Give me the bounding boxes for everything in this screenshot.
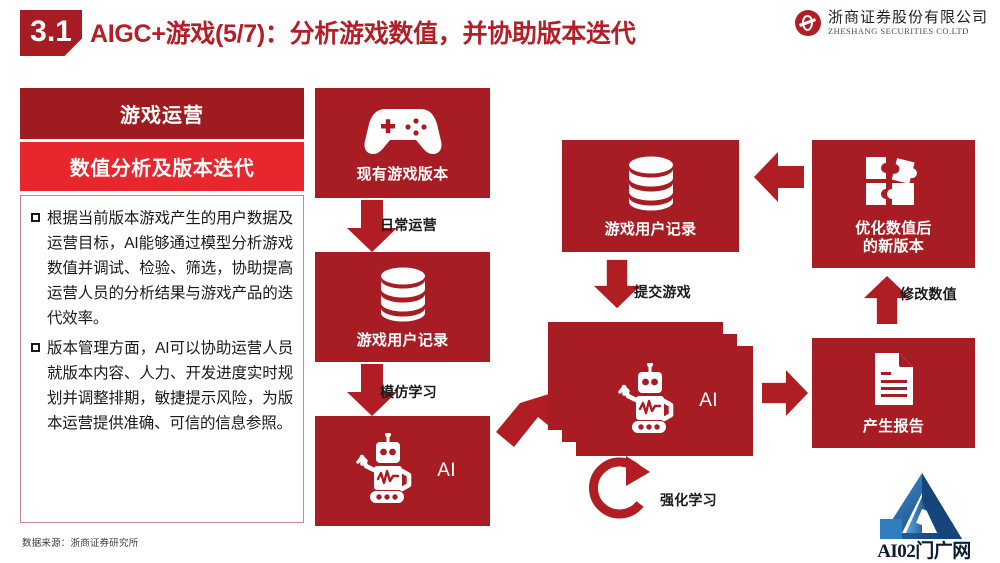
node-new-version: 优化数值后 的新版本 bbox=[812, 140, 975, 268]
node-label: 优化数值后 bbox=[855, 220, 932, 238]
arrow-up-modify-values bbox=[862, 276, 912, 329]
left-info-panel: 游戏运营 数值分析及版本迭代 根据当前版本游戏产生的用户数据及运营目标，AI能够… bbox=[20, 88, 304, 523]
panel-header-primary: 游戏运营 bbox=[20, 88, 304, 139]
zheshang-logo-icon bbox=[794, 10, 821, 36]
node-label: AI bbox=[699, 390, 718, 412]
source-note: 数据来源：浙商证券研究所 bbox=[22, 538, 139, 549]
list-item: 根据当前版本游戏产生的用户数据及运营目标，AI能够通过模型分析游戏数值并调试、检… bbox=[29, 206, 293, 332]
square-bullet-icon bbox=[31, 342, 40, 352]
list-item: 版本管理方面，AI可以协助运营人员就版本内容、人力、开发进度实时规划并调整排期，… bbox=[29, 336, 293, 436]
arrow-down-imitation-learning bbox=[345, 364, 399, 421]
edge-label-reinforcement-learning: 强化学习 bbox=[660, 492, 717, 508]
node-report: 产生报告 bbox=[812, 338, 975, 448]
edge-label-daily-operation: 日常运营 bbox=[380, 217, 437, 233]
database-icon bbox=[622, 154, 680, 217]
arrow-diagonal-to-ai-stack bbox=[494, 392, 554, 459]
section-number-badge: 3.1 bbox=[20, 10, 82, 56]
edge-label-submit-game: 提交游戏 bbox=[634, 284, 691, 300]
node-label: 现有游戏版本 bbox=[356, 165, 449, 183]
robot-icon bbox=[349, 431, 423, 510]
arrow-right-to-report bbox=[760, 370, 810, 421]
watermark-logo: AI02门广网 bbox=[862, 467, 986, 563]
arrow-down-daily-operation bbox=[345, 200, 399, 257]
database-icon bbox=[374, 265, 432, 328]
edge-label-modify-values: 修改数值 bbox=[900, 286, 957, 302]
arrow-down-submit-game bbox=[592, 258, 642, 315]
node-label: 产生报告 bbox=[862, 418, 925, 436]
document-icon bbox=[870, 350, 918, 413]
puzzle-icon bbox=[862, 153, 926, 214]
brand-name-en: ZHESHANG SECURITIES CO.LTD bbox=[827, 25, 969, 36]
arrow-left-to-user-records bbox=[752, 152, 806, 207]
node-label: AI bbox=[437, 460, 456, 482]
node-label: 的新版本 bbox=[862, 237, 925, 255]
node-user-records-top: 游戏用户记录 bbox=[562, 140, 739, 252]
node-ai-left: AI bbox=[315, 416, 490, 526]
panel-header-secondary: 数值分析及版本迭代 bbox=[20, 142, 304, 191]
brand-text-block: 浙商证券股份有限公司 ZHESHANG SECURITIES CO.LTD bbox=[827, 9, 988, 36]
bullet-list-box: 根据当前版本游戏产生的用户数据及运营目标，AI能够通过模型分析游戏数值并调试、检… bbox=[20, 195, 304, 523]
arrow-circular-reinforcement-learning bbox=[578, 452, 660, 531]
bullet-text: 版本管理方面，AI可以协助运营人员就版本内容、人力、开发进度实时规划并调整排期，… bbox=[47, 339, 293, 432]
company-logo: 浙商证券股份有限公司 ZHESHANG SECURITIES CO.LTD bbox=[794, 9, 988, 36]
bullet-text: 根据当前版本游戏产生的用户数据及运营目标，AI能够通过模型分析游戏数值并调试、检… bbox=[47, 210, 293, 328]
robot-icon bbox=[611, 361, 685, 440]
square-bullet-icon bbox=[31, 213, 40, 222]
brand-name-cn: 浙商证券股份有限公司 bbox=[827, 9, 988, 27]
gamepad-icon bbox=[363, 103, 442, 160]
node-label: 游戏用户记录 bbox=[604, 220, 697, 238]
node-label: 游戏用户记录 bbox=[356, 331, 449, 349]
edge-label-imitation-learning: 模仿学习 bbox=[380, 384, 437, 400]
watermark-text: AI02门广网 bbox=[877, 541, 971, 562]
node-current-version: 现有游戏版本 bbox=[315, 88, 490, 198]
node-user-records-left: 游戏用户记录 bbox=[315, 252, 490, 362]
page-title: AIGC+游戏(5/7)：分析游戏数值，并协助版本迭代 bbox=[90, 20, 636, 48]
node-ai-stack-front: AI bbox=[576, 346, 753, 456]
